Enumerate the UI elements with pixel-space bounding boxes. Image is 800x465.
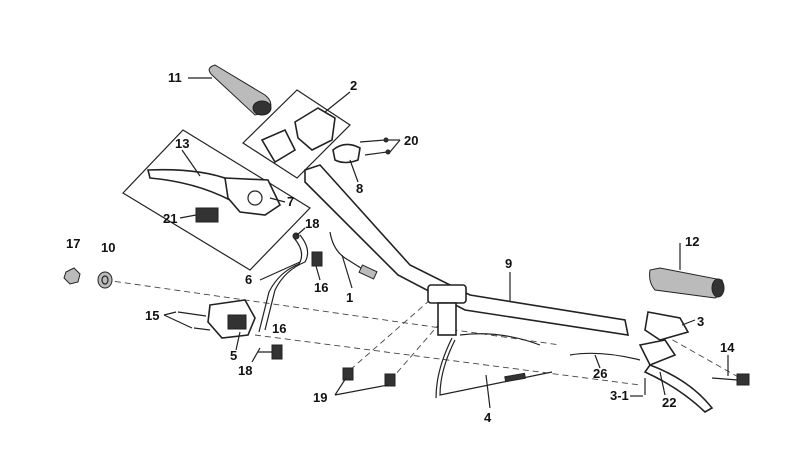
part-label-3-1: 3-1 [610,388,629,403]
part-label-19: 19 [313,390,327,405]
part-label-10: 10 [101,240,115,255]
right-lever-assembly [638,311,714,413]
part-label-12: 12 [685,234,699,249]
part-label-7: 7 [287,194,294,209]
bolt-14 [711,373,750,386]
part-label-5: 5 [230,348,237,363]
part-label-8: 8 [356,181,363,196]
wiring-harness [459,333,641,361]
part-label-9: 9 [505,256,512,271]
throttle-cable [329,231,378,280]
part-label-16-bottom: 16 [272,321,286,336]
brake-hose [258,232,323,333]
part-label-21: 21 [163,211,177,226]
group-box-switch [242,89,351,179]
part-label-14: 14 [720,340,735,355]
part-label-1: 1 [346,290,353,305]
part-label-4: 4 [484,410,492,425]
leader-lines [163,77,729,409]
handlebar [304,164,630,336]
clamp-bolts [342,367,396,387]
part-label-22: 22 [662,395,676,410]
part-label-2: 2 [350,78,357,93]
group-box-master-cylinder [122,129,311,271]
part-label-18-bottom: 18 [238,363,252,378]
part-labels: 11 2 20 13 8 7 21 18 17 10 12 9 6 16 1 1… [66,70,735,425]
part-label-17: 17 [66,236,80,251]
part-label-26: 26 [593,366,607,381]
part-label-15: 15 [145,308,159,323]
part-label-13: 13 [175,136,189,151]
part-label-16-top: 16 [314,280,328,295]
brake-caliper [177,299,283,360]
switch-housing [260,107,336,164]
part-label-11: 11 [168,70,182,85]
nut-and-washer [63,267,113,289]
left-grip [208,64,272,116]
right-grip [649,267,725,299]
part-label-18-top: 18 [305,216,319,231]
part-label-3: 3 [697,314,704,329]
part-label-6: 6 [245,272,252,287]
part-label-20: 20 [404,133,418,148]
alignment-lines [104,279,741,386]
clutch-cable [435,337,553,399]
clamp-and-screws [332,137,391,164]
